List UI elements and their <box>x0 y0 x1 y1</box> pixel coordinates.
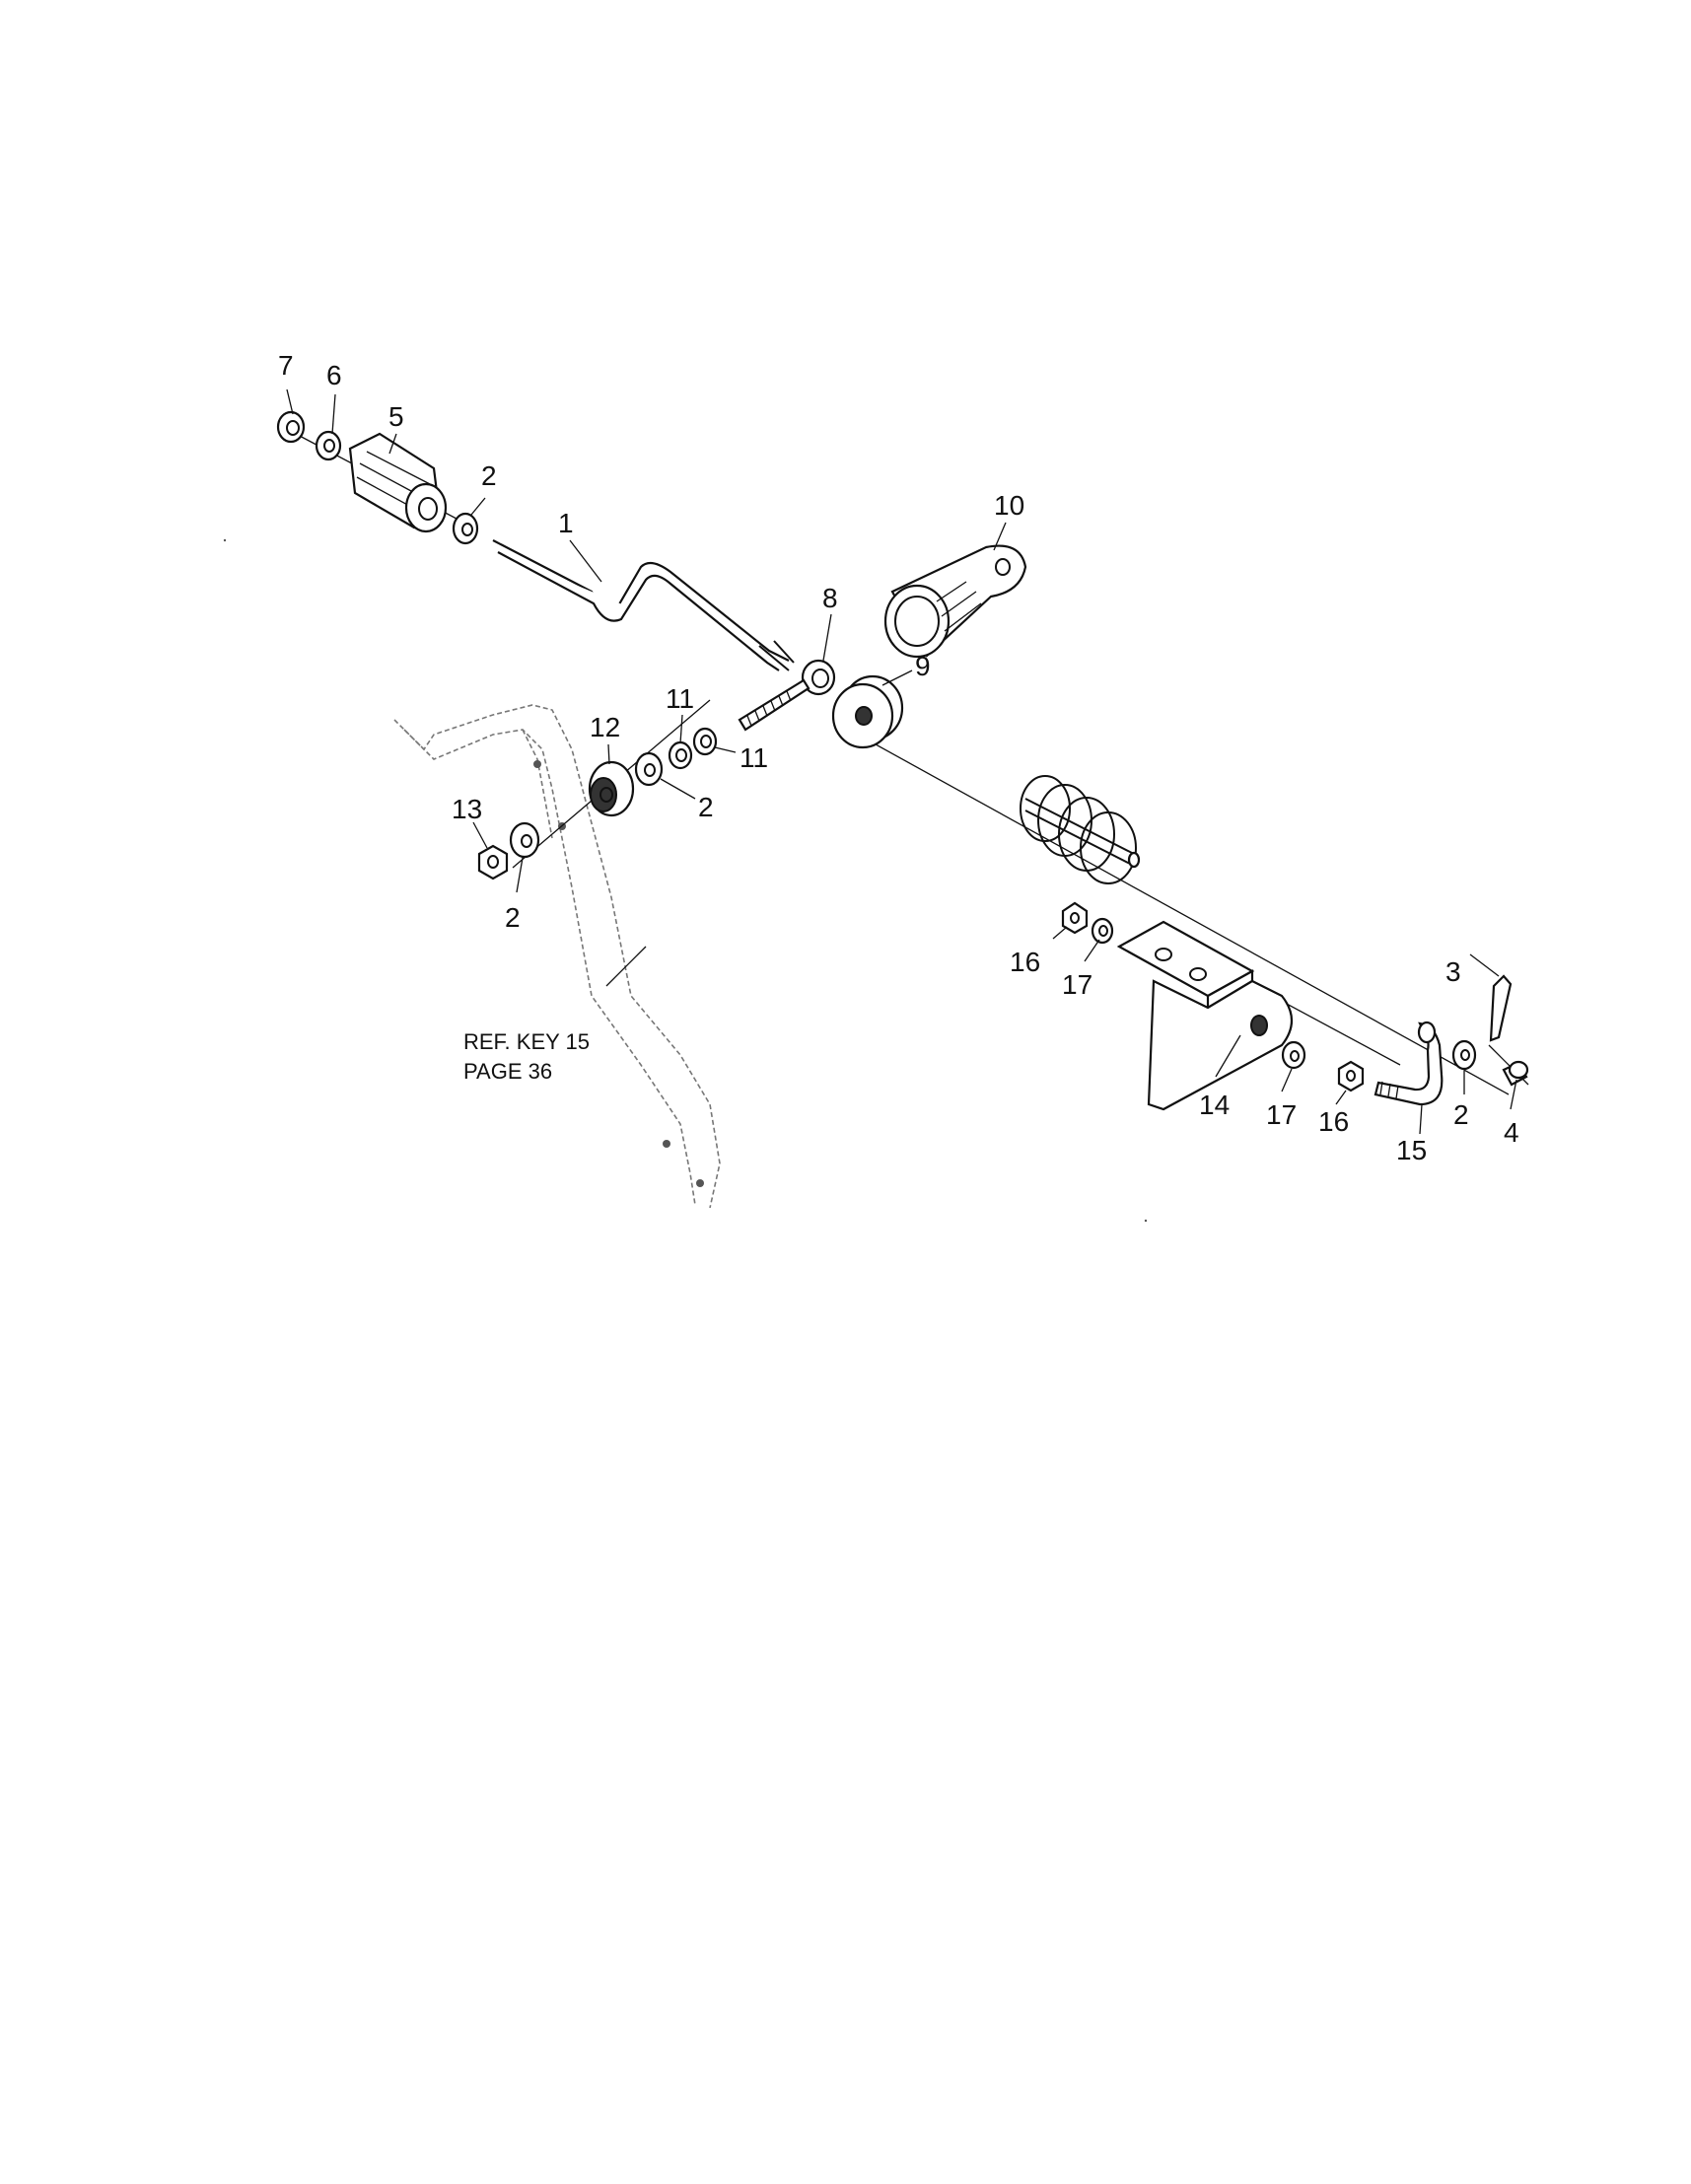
part-17-washer-upper <box>1091 917 1114 945</box>
part-3-cotter-pin <box>1489 974 1513 1042</box>
callout-2-right: 2 <box>1453 1099 1469 1130</box>
callout-4: 4 <box>1504 1117 1519 1148</box>
part-7-nut <box>276 410 306 444</box>
part-12-bushing <box>588 760 635 817</box>
part-13-nut <box>477 844 509 881</box>
callout-16-upper: 16 <box>1010 947 1040 977</box>
callout-13: 13 <box>452 794 482 824</box>
reference-line-1: REF. KEY 15 <box>463 1029 590 1054</box>
reference-frame-outline <box>393 704 721 1209</box>
part-11-nut-b <box>692 727 718 756</box>
speck-2 <box>1144 1219 1148 1223</box>
callout-14: 14 <box>1199 1090 1230 1120</box>
part-2-washer-top <box>452 512 479 545</box>
part-14-bracket <box>1116 920 1294 1111</box>
callout-11-lower: 11 <box>740 742 768 773</box>
part-6-washer <box>315 430 342 461</box>
part-15-bent-bolt <box>1374 1021 1444 1106</box>
axis-lines <box>295 433 1529 1095</box>
speck-1 <box>223 538 227 542</box>
part-17-washer-lower <box>1281 1040 1306 1070</box>
callout-15: 15 <box>1396 1135 1427 1165</box>
part-5-grip <box>348 432 448 533</box>
part-16-nut-lower <box>1337 1060 1365 1092</box>
part-2-washer-left <box>509 821 540 859</box>
part-2-washer-right <box>1451 1039 1477 1071</box>
callout-17-upper: 17 <box>1062 969 1092 1000</box>
frame-hole-1 <box>533 760 541 768</box>
part-16-nut-upper <box>1061 901 1089 935</box>
part-10-knob-handle <box>883 544 1027 659</box>
callout-labels: 7 6 5 2 1 10 8 9 11 11 12 2 13 2 16 17 3… <box>278 350 1519 1165</box>
callout-17-lower: 17 <box>1266 1099 1297 1130</box>
callout-16-lower: 16 <box>1318 1106 1349 1137</box>
leader-lines <box>286 388 1517 1135</box>
reference-line-2: PAGE 36 <box>463 1059 552 1084</box>
frame-hole-4 <box>696 1179 704 1187</box>
callout-11-upper: 11 <box>666 683 694 714</box>
callout-2-top: 2 <box>481 460 497 491</box>
callout-5: 5 <box>388 401 404 432</box>
part-1-lever-rod <box>492 539 795 671</box>
part-11-nut-a <box>668 740 693 770</box>
part-2-washer-middle <box>634 751 664 787</box>
callout-2-middle: 2 <box>698 792 714 822</box>
callout-12: 12 <box>590 712 620 742</box>
callout-9: 9 <box>915 651 931 681</box>
spring <box>1020 775 1141 884</box>
callout-7: 7 <box>278 350 294 381</box>
part-9-spacer <box>831 674 904 749</box>
reference-note: REF. KEY 15 PAGE 36 <box>463 1029 590 1084</box>
part-8-eye-bolt <box>738 659 836 732</box>
callout-3: 3 <box>1445 956 1461 987</box>
part-4-cap <box>1502 1060 1529 1087</box>
callout-8: 8 <box>822 583 838 613</box>
callout-1: 1 <box>558 508 574 538</box>
frame-hole-3 <box>663 1140 670 1148</box>
callout-6: 6 <box>326 360 342 390</box>
callout-10: 10 <box>994 490 1024 521</box>
callout-2-left: 2 <box>505 902 521 933</box>
